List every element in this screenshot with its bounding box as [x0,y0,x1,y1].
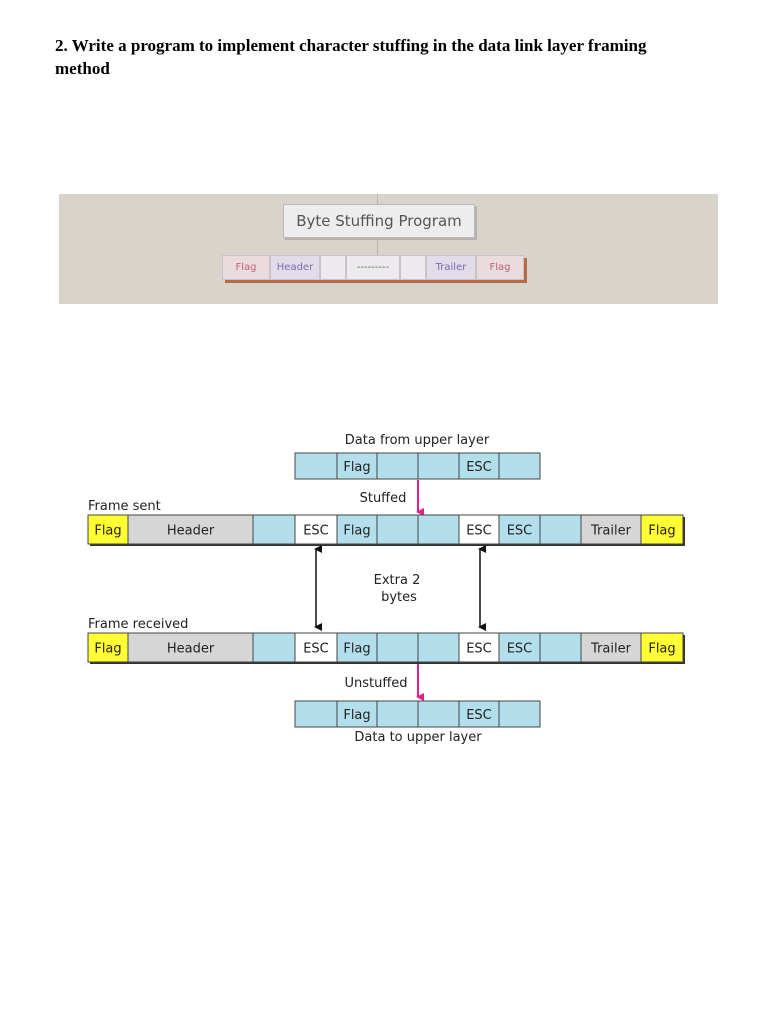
frame-field-data [376,514,419,545]
frame-field-data [417,700,460,728]
frame-field-label-flag: Flag [648,642,675,657]
byte-stuffing-title-box: Byte Stuffing Program [283,204,475,238]
question-line-2: method [55,59,110,78]
extra-bytes-label-line1: Extra 2 [374,573,421,588]
frame-field-flag [336,632,378,663]
frame-field-label-header: Header [167,524,215,539]
frame-field-label-flag: Flag [94,642,121,657]
extra-bytes-label-line2: bytes [381,590,417,605]
frame-field-label-trailer: Trailer [590,524,632,539]
fig1-cell-dots: --------- [346,255,400,280]
bottom-data-row: Flag ESC [294,700,541,728]
frame-field-data [376,632,419,663]
fig1-cell-blank [400,255,426,280]
frame-field-flag [336,514,378,545]
unstuffed-label: Unstuffed [344,676,407,691]
top-data-row: Flag ESC [294,452,541,480]
data-from-upper-label: Data from upper layer [345,433,490,448]
frame-field-label-esc: ESC [466,642,492,657]
fig1-cell-header: Header [270,255,320,280]
frame-field-label-esc: ESC [466,524,492,539]
frame-field-flag [640,514,684,545]
frame-sent-row: Flag Header ESC Flag ESC ESC Trailer Flag [87,514,685,546]
frame-field-data [294,452,338,480]
data-to-upper-label: Data to upper layer [354,730,482,745]
frame-field-flag [336,700,378,728]
frame-field-esc [458,452,500,480]
frame-field-esc [458,632,500,663]
frame-field-label-esc: ESC [303,642,329,657]
frame-field-label-trailer: Trailer [590,642,632,657]
frame-field-flag [87,632,129,663]
frame-field-data [539,632,582,663]
frame-field-label-esc: ESC [466,708,492,723]
frame-field-data [294,700,338,728]
frame-field-trailer [580,514,642,545]
connector-line-top [377,194,378,204]
frame-field-esc [498,514,541,545]
frame-field-esc [294,514,338,545]
frame-field-label-esc: ESC [507,642,533,657]
frame-field-data [252,514,296,545]
frame-received-row: Flag Header ESC Flag ESC ESC Trailer Flag [87,632,685,664]
frame-field-label-header: Header [167,642,215,657]
frame-field-label-flag: Flag [648,524,675,539]
question-line-1: 2. Write a program to implement characte… [55,36,647,55]
frame-field-data [417,514,460,545]
frame-field-data [539,514,582,545]
frame-field-flag [336,452,378,480]
frame-field-data [498,700,541,728]
fig1-cell-flag: Flag [476,255,524,280]
frame-field-label-flag: Flag [343,708,370,723]
frame-field-label-flag: Flag [343,524,370,539]
stuffed-label: Stuffed [360,491,407,506]
frame-field-label-esc: ESC [303,524,329,539]
fig1-cell-blank [320,255,346,280]
frame-field-label-esc: ESC [466,460,492,475]
connector-line-bottom [377,238,378,255]
frame-sent-label: Frame sent [88,499,161,514]
fig1-cell-trailer: Trailer [426,255,476,280]
frame-field-label-flag: Flag [343,460,370,475]
frame-field-data [376,700,419,728]
frame-field-label-flag: Flag [94,524,121,539]
frame-field-data [417,452,460,480]
frame-field-data [252,632,296,663]
frame-field-header [127,514,254,545]
frame-received-label: Frame received [88,617,188,632]
frame-field-label-flag: Flag [343,642,370,657]
fig1-cell-flag: Flag [222,255,270,280]
frame-field-header [127,632,254,663]
frame-field-data [498,452,541,480]
frame-field-data [417,632,460,663]
frame-field-esc [458,514,500,545]
question-text: 2. Write a program to implement characte… [55,34,715,80]
byte-stuffing-title: Byte Stuffing Program [296,212,462,230]
frame-field-label-esc: ESC [507,524,533,539]
frame-field-data [376,452,419,480]
frame-field-flag [640,632,684,663]
